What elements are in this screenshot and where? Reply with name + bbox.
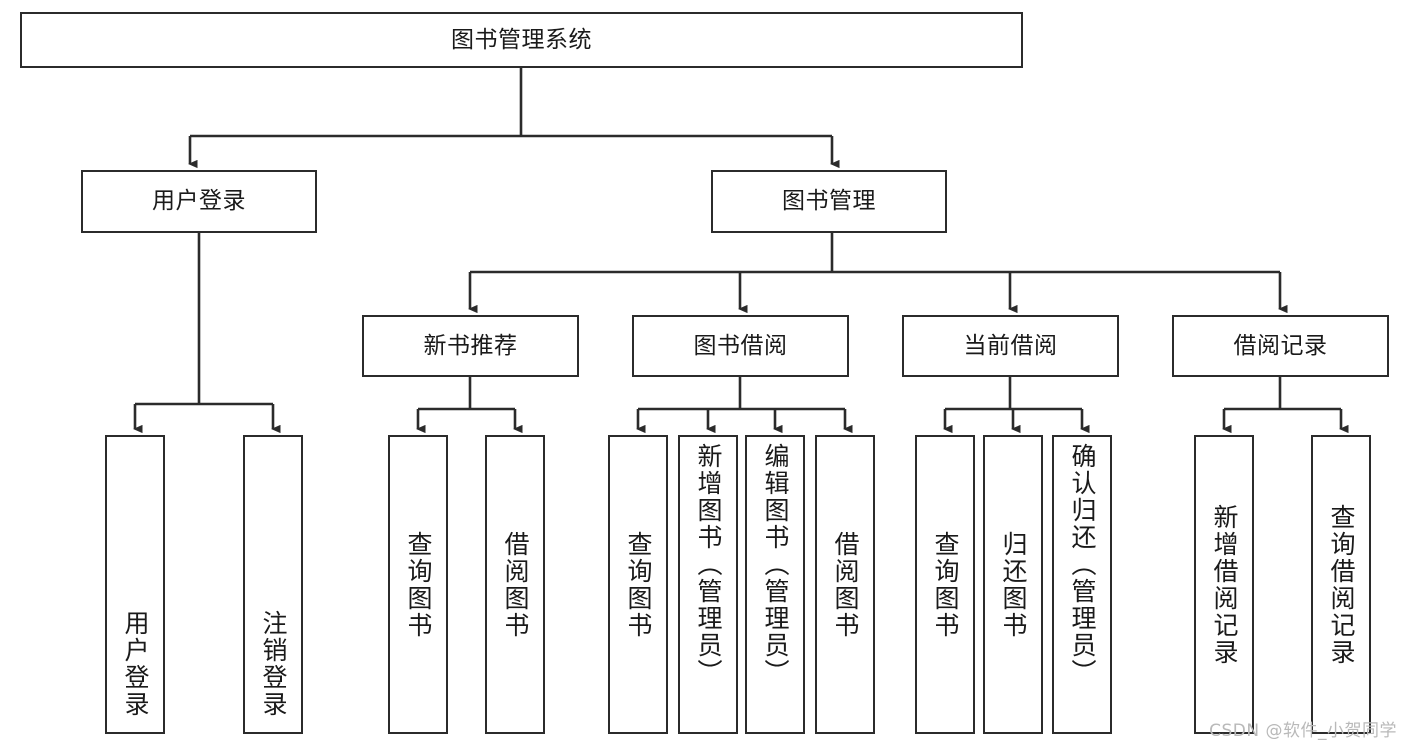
node-label: 用户登录 — [121, 610, 150, 718]
node-leaf-query-book-3[interactable]: 查询图书 — [915, 435, 975, 734]
node-current-borrow[interactable]: 当前借阅 — [902, 315, 1119, 377]
node-leaf-query-record[interactable]: 查询借阅记录 — [1311, 435, 1371, 734]
node-leaf-borrow-book-2[interactable]: 借阅图书 — [815, 435, 875, 734]
node-leaf-confirm-return[interactable]: 确认归还（管理员） — [1052, 435, 1112, 734]
node-label: 图书管理系统 — [451, 26, 592, 53]
node-leaf-query-book-1[interactable]: 查询图书 — [388, 435, 448, 734]
node-label: 注销登录 — [259, 610, 288, 718]
node-label: 查询图书 — [931, 530, 960, 639]
node-leaf-query-book-2[interactable]: 查询图书 — [608, 435, 668, 734]
node-label: 新增借阅记录 — [1210, 503, 1239, 666]
node-book-borrow[interactable]: 图书借阅 — [632, 315, 849, 377]
node-label: 借阅图书 — [831, 530, 860, 639]
node-label: 用户登录 — [152, 188, 246, 214]
node-borrow-record[interactable]: 借阅记录 — [1172, 315, 1389, 377]
node-label: 查询图书 — [624, 530, 653, 639]
node-label: 当前借阅 — [963, 332, 1058, 359]
node-label: 编辑图书（管理员） — [761, 443, 790, 686]
node-leaf-edit-book[interactable]: 编辑图书（管理员） — [745, 435, 805, 734]
node-leaf-return-book[interactable]: 归还图书 — [983, 435, 1043, 734]
node-label: 归还图书 — [999, 530, 1028, 639]
node-root-system[interactable]: 图书管理系统 — [20, 12, 1023, 68]
node-new-book-recommend[interactable]: 新书推荐 — [362, 315, 579, 377]
node-leaf-add-book[interactable]: 新增图书（管理员） — [678, 435, 738, 734]
node-label: 查询图书 — [404, 530, 433, 639]
node-label: 新书推荐 — [423, 332, 518, 359]
node-leaf-borrow-book-1[interactable]: 借阅图书 — [485, 435, 545, 734]
node-label: 借阅记录 — [1233, 332, 1328, 359]
node-label: 借阅图书 — [501, 530, 530, 639]
node-book-management[interactable]: 图书管理 — [711, 170, 947, 233]
node-user-login[interactable]: 用户登录 — [81, 170, 317, 233]
node-leaf-logout[interactable]: 注销登录 — [243, 435, 303, 734]
node-label: 新增图书（管理员） — [694, 443, 723, 686]
watermark: CSDN @软件_小贺同学 — [1209, 721, 1397, 741]
node-label: 查询借阅记录 — [1327, 503, 1356, 666]
node-label: 确认归还（管理员） — [1068, 443, 1097, 686]
node-label: 图书管理 — [782, 188, 876, 214]
node-leaf-add-record[interactable]: 新增借阅记录 — [1194, 435, 1254, 734]
node-leaf-user-login[interactable]: 用户登录 — [105, 435, 165, 734]
node-label: 图书借阅 — [693, 332, 788, 359]
